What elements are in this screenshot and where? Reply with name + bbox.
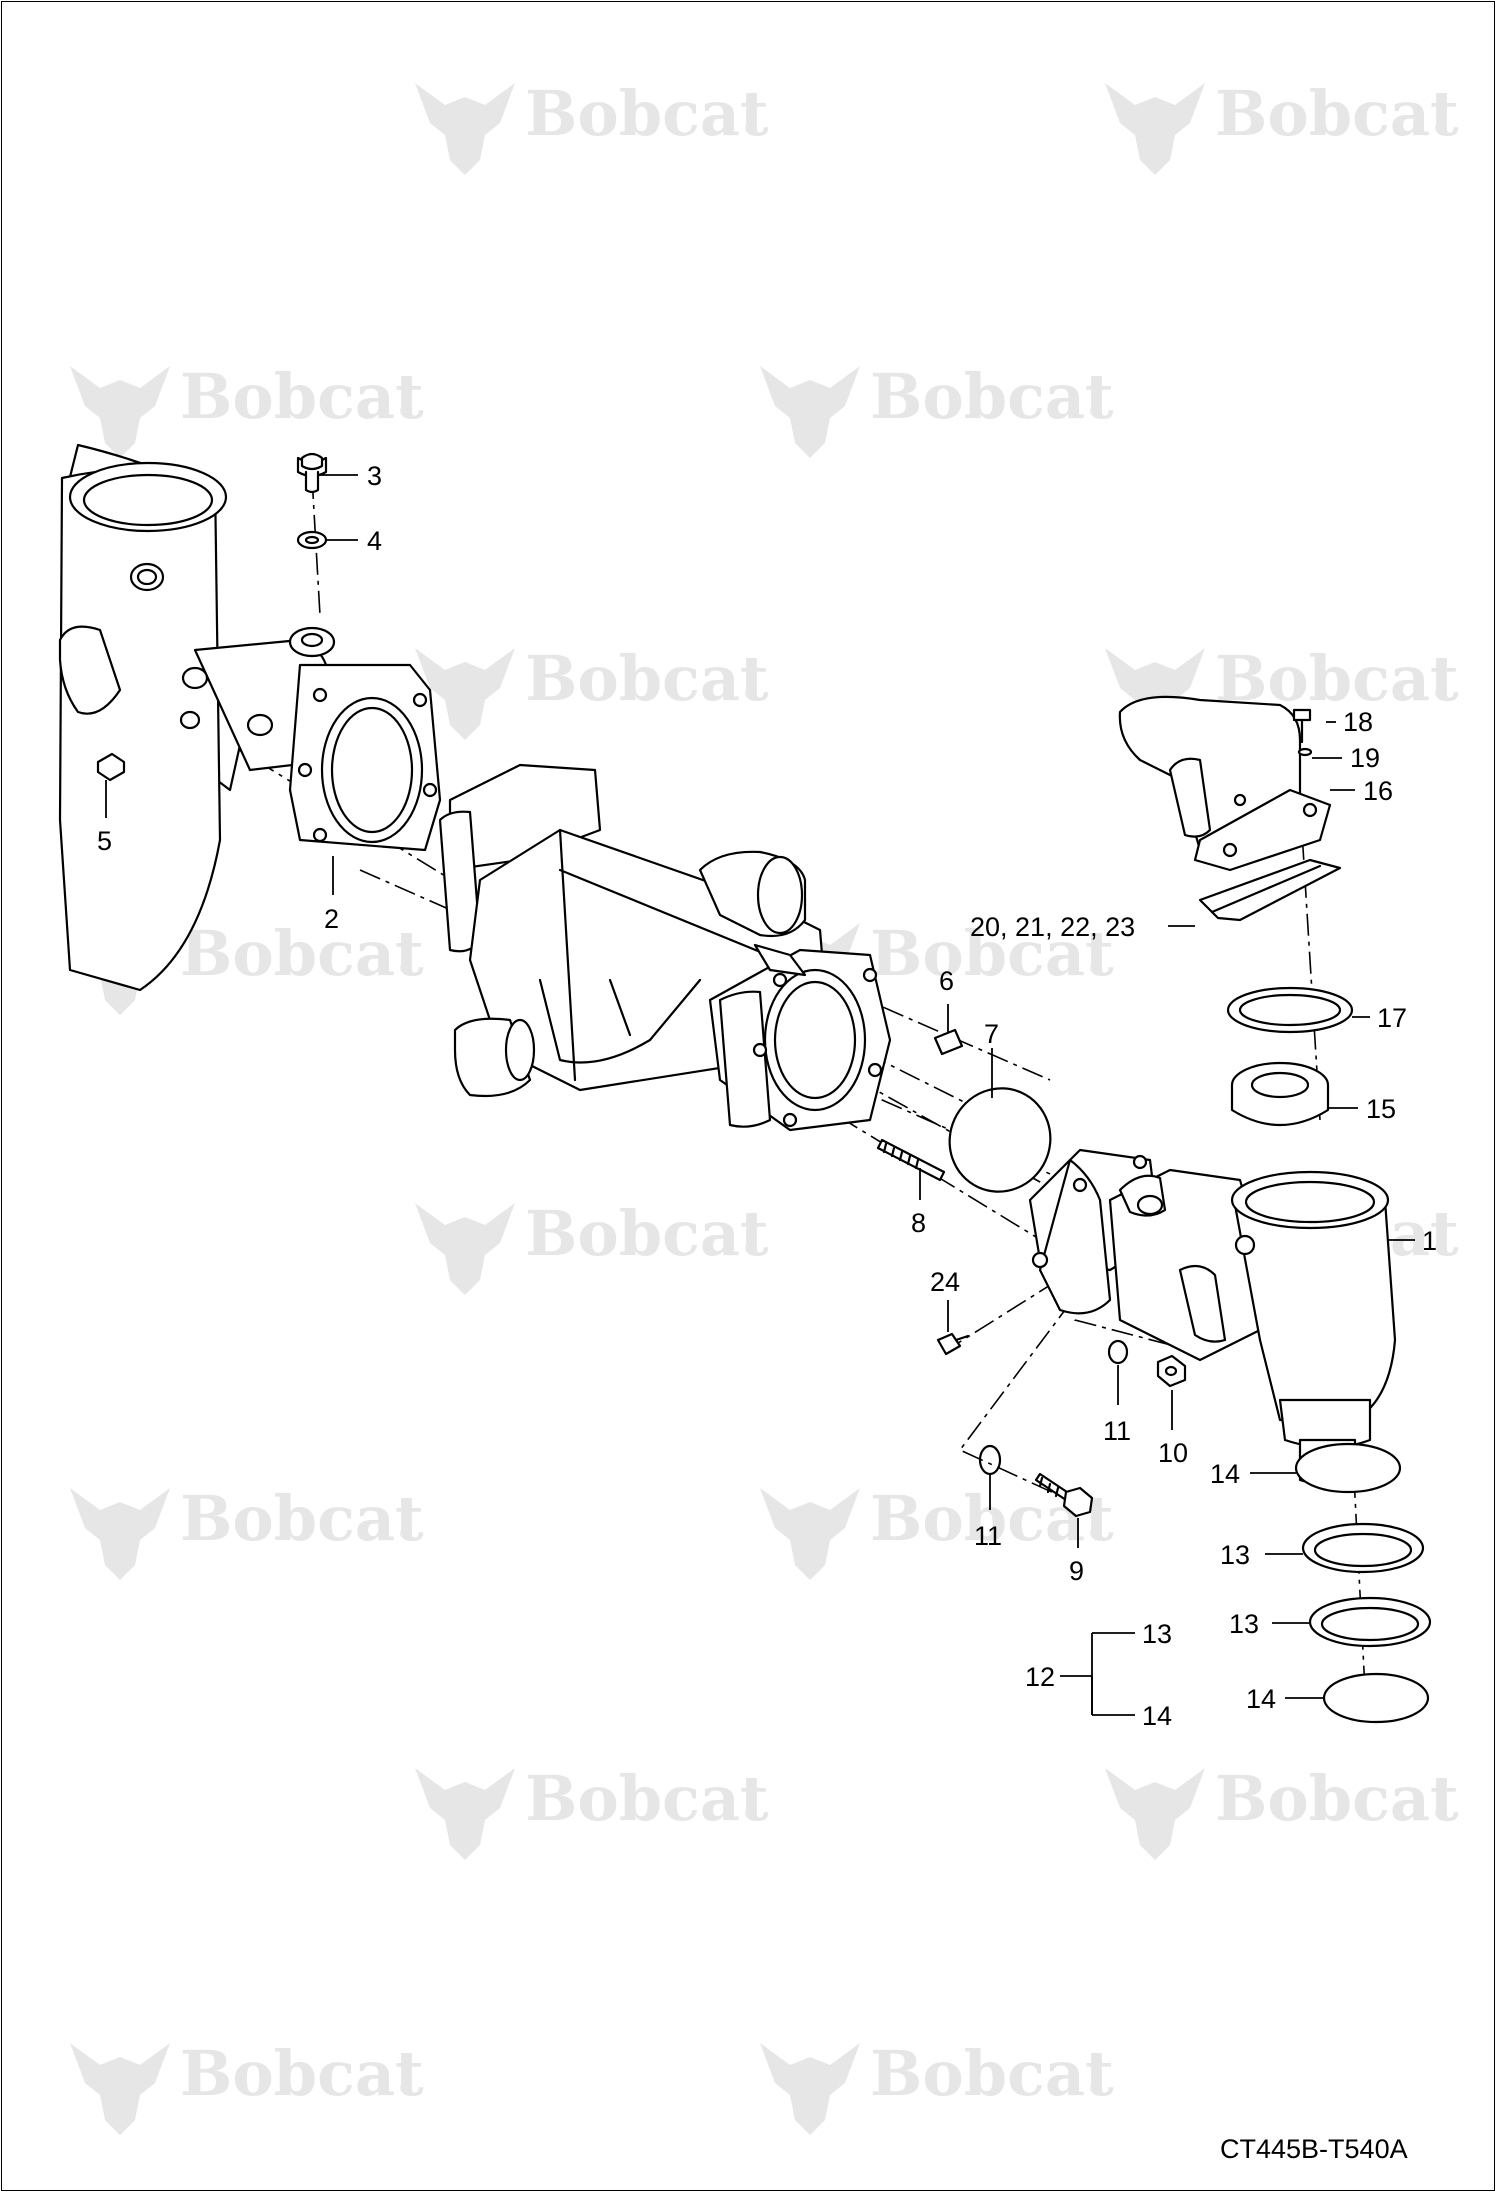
part-24-grease-fitting	[936, 1332, 970, 1356]
part-9-bolt	[1034, 1472, 1094, 1518]
part-11-washer-lower	[978, 1444, 1002, 1476]
part-13-bearing-cup-lower	[1308, 1596, 1432, 1648]
callout-9: 9	[1069, 1556, 1084, 1586]
callout-7: 7	[984, 1019, 999, 1049]
part-16-cap	[1118, 695, 1332, 872]
part-7-gasket	[948, 1087, 1052, 1193]
callout-15: 15	[1366, 1094, 1396, 1124]
part-4-washer	[296, 530, 328, 550]
callout-6: 6	[939, 966, 954, 996]
callout-5: 5	[97, 826, 112, 856]
part-8-stud	[876, 1138, 946, 1182]
callout-14-upper: 14	[1210, 1459, 1240, 1489]
callout-17: 17	[1377, 1003, 1407, 1033]
callout-2: 2	[324, 904, 339, 934]
callout-3: 3	[367, 461, 382, 491]
knuckle-housing-right	[1028, 1148, 1397, 1487]
callout-4: 4	[367, 526, 382, 556]
callout-11-lower: 11	[974, 1521, 1002, 1551]
callout-13-lower: 13	[1229, 1609, 1259, 1639]
callout-8: 8	[911, 1208, 926, 1238]
callout-24: 24	[930, 1267, 960, 1297]
leader-lines	[105, 474, 1415, 1716]
part-14-shim-lower	[1322, 1672, 1430, 1724]
part-14-shim-upper	[1294, 1442, 1402, 1494]
part-5-plug	[96, 752, 126, 782]
knuckle-housing-left	[58, 443, 442, 992]
callout-13-upper: 13	[1220, 1540, 1250, 1570]
part-13-bearing-cup-upper	[1301, 1522, 1425, 1574]
drawing-code: CT445B-T540A	[1220, 2134, 1408, 2164]
part-3-bolt	[296, 452, 328, 494]
part-11-washer-upper	[1107, 1339, 1129, 1365]
axle-housing-centre	[438, 763, 892, 1132]
part-6-pin	[933, 1028, 964, 1056]
callout-10: 10	[1158, 1438, 1188, 1468]
callout-12-14: 14	[1142, 1701, 1172, 1731]
callout-1: 1	[1422, 1226, 1437, 1256]
part-15-bearing	[1230, 1061, 1330, 1126]
part-19-washer	[1297, 747, 1313, 757]
part-17-seal	[1226, 986, 1354, 1034]
part-10-nut	[1156, 1354, 1187, 1388]
callout-12-13: 13	[1142, 1619, 1172, 1649]
parts-20-23-shims	[1198, 858, 1342, 922]
callout-12: 12	[1025, 1662, 1055, 1692]
callout-14-lower: 14	[1246, 1684, 1276, 1714]
part-18-bolt	[1292, 708, 1312, 744]
callout-labels: 3 4 5 2 18 19 16 20, 21, 22, 23 17 15 1 …	[97, 461, 1437, 1731]
callout-18: 18	[1343, 707, 1373, 737]
callout-16: 16	[1363, 776, 1393, 806]
callout-19: 19	[1350, 743, 1380, 773]
callout-20-23: 20, 21, 22, 23	[970, 912, 1135, 942]
callout-11-upper: 11	[1103, 1416, 1131, 1446]
